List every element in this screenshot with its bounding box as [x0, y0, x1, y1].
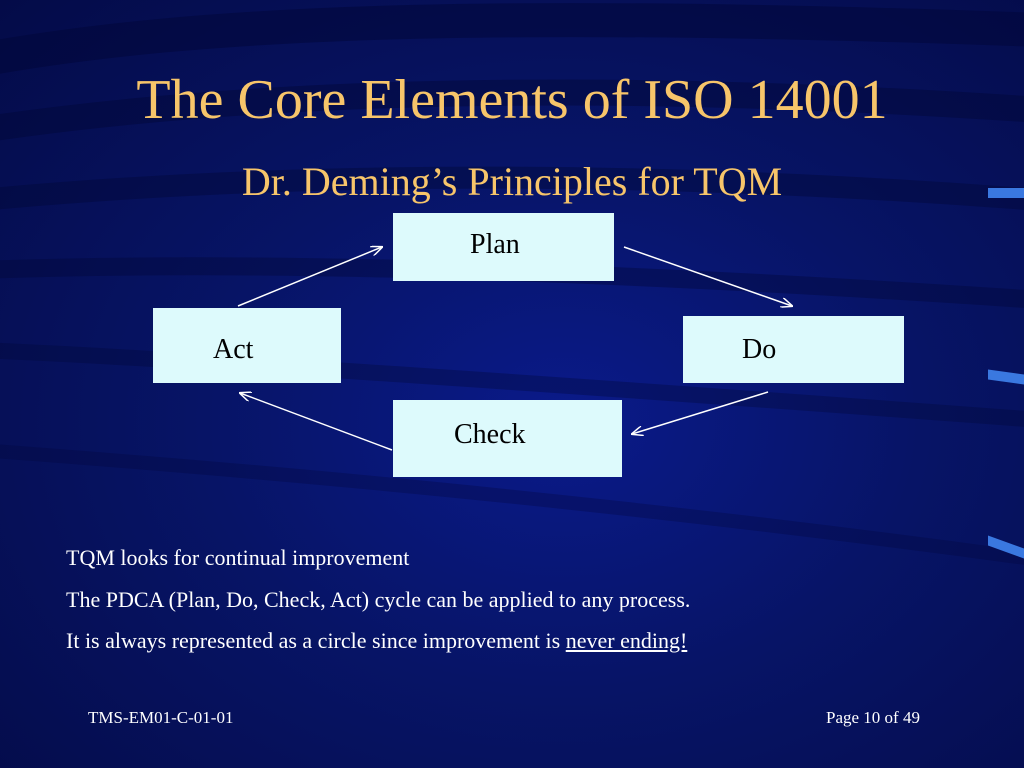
- do-box: Do: [683, 316, 904, 383]
- arrow-act-to-plan: [237, 247, 382, 307]
- do-label: Do: [742, 334, 777, 365]
- body-line-3-text: It is always represented as a circle sin…: [66, 628, 566, 653]
- plan-label: Plan: [470, 229, 520, 260]
- check-box: Check: [393, 400, 622, 477]
- body-line-1: TQM looks for continual improvement: [66, 545, 410, 570]
- act-label: Act: [213, 334, 254, 365]
- never-ending-emphasis: never ending!: [565, 628, 688, 653]
- arrow-do-to-check: [632, 391, 769, 434]
- body-line-3: It is always represented as a circle sin…: [66, 628, 687, 654]
- act-box: Act: [153, 308, 341, 383]
- slide-subtitle: Dr. Deming’s Principles for TQM: [241, 159, 783, 204]
- footer-page-number: Page 10 of 49: [826, 708, 920, 727]
- accent-bar: [988, 188, 1024, 198]
- plan-box: Plan: [393, 213, 614, 281]
- arrow-plan-to-do: [623, 246, 792, 306]
- slide-title: The Core Elements of ISO 14001: [136, 69, 888, 131]
- arrow-check-to-act: [240, 393, 393, 451]
- body-line-2: The PDCA (Plan, Do, Check, Act) cycle ca…: [66, 587, 691, 612]
- check-label: Check: [454, 419, 526, 450]
- footer-document-code: TMS-EM01-C-01-01: [88, 708, 234, 727]
